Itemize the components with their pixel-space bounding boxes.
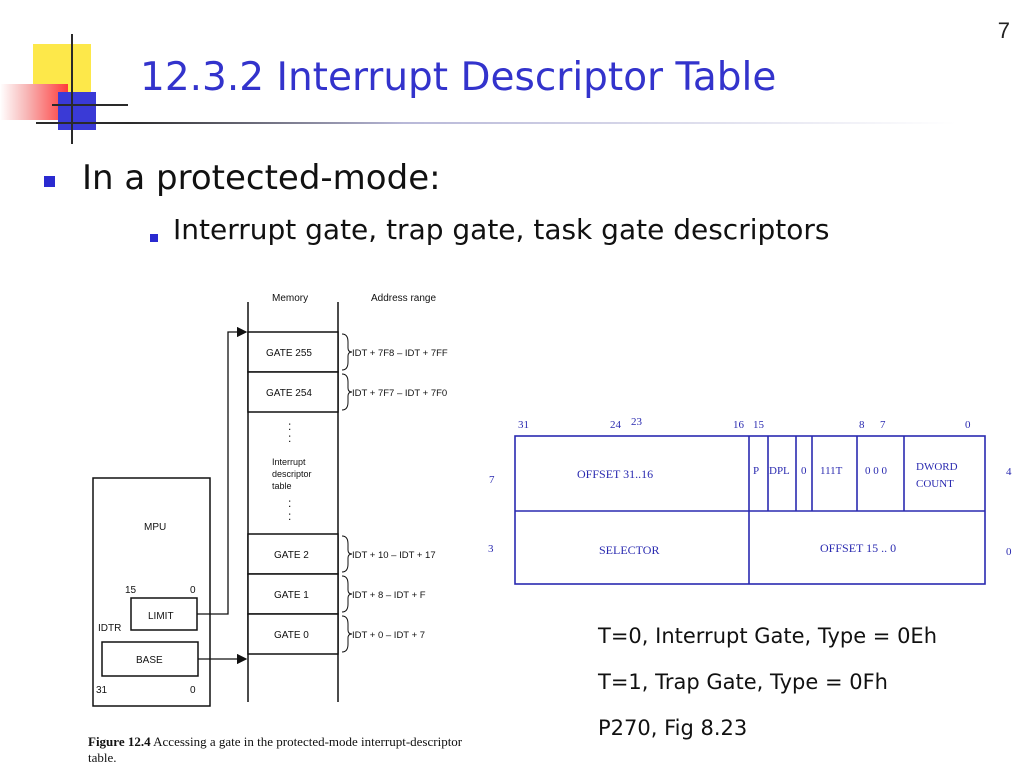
row-label-right-bottom: 0 bbox=[1006, 546, 1012, 558]
bit-label-8: 8 bbox=[859, 419, 865, 431]
decor-red-bar bbox=[0, 84, 68, 120]
idt-memory-diagram: Memory Address range GATE 255 IDT + 7F8 … bbox=[92, 293, 448, 707]
field-dword-count-line1: DWORD bbox=[916, 461, 958, 473]
idt-memory-figure: Memory Address range GATE 255 IDT + 7F8 … bbox=[30, 282, 480, 768]
field-offset-high: OFFSET 31..16 bbox=[577, 467, 653, 481]
gate-2-box bbox=[247, 533, 339, 575]
bit-label-24: 24 bbox=[610, 419, 622, 431]
brace-icon bbox=[341, 535, 353, 573]
row-label-right-top: 4 bbox=[1006, 466, 1012, 478]
field-dword-count-line2: COUNT bbox=[916, 478, 954, 490]
mpu-label: MPU bbox=[144, 522, 166, 533]
field-offset-low: OFFSET 15 .. 0 bbox=[820, 541, 896, 555]
bullet-square-icon bbox=[44, 176, 55, 187]
base-label: BASE bbox=[136, 655, 163, 666]
ellipsis-dots: : bbox=[288, 496, 291, 510]
row-label-left-bottom: 3 bbox=[488, 543, 494, 555]
gate-254-box bbox=[247, 371, 339, 413]
decor-short-line bbox=[52, 104, 128, 106]
slide-title: 12.3.2 Interrupt Descriptor Table bbox=[140, 55, 777, 100]
header-memory: Memory bbox=[272, 293, 308, 304]
caption-label: Figure 12.4 bbox=[88, 734, 151, 749]
ellipsis-dots: : bbox=[288, 431, 291, 445]
gate-1-label: GATE 1 bbox=[274, 590, 309, 601]
idtr-label: IDTR bbox=[98, 623, 121, 634]
bit-label-15: 15 bbox=[753, 419, 765, 431]
header-address-range: Address range bbox=[371, 293, 436, 304]
bit-label-16: 16 bbox=[733, 419, 745, 431]
descriptor-frame bbox=[514, 435, 986, 585]
limit-label: LIMIT bbox=[148, 611, 174, 622]
idt-label-line1: Interrupt bbox=[272, 457, 306, 467]
gate-0-label: GATE 0 bbox=[274, 630, 309, 641]
bit-0-bottom-label: 0 bbox=[190, 685, 196, 696]
gate-255-box bbox=[247, 331, 339, 373]
gate-254-label: GATE 254 bbox=[266, 388, 312, 399]
gate-1-box bbox=[247, 573, 339, 615]
gate-255-range: IDT + 7F8 – IDT + 7FF bbox=[352, 348, 448, 359]
page-number: 7 bbox=[997, 18, 1010, 43]
bullet-text-level1: In a protected-mode: bbox=[82, 158, 441, 198]
note-reference: P270, Fig 8.23 bbox=[598, 716, 748, 740]
field-zero: 0 bbox=[801, 465, 807, 477]
bullet-square-icon bbox=[150, 234, 158, 242]
limit-arrow bbox=[197, 326, 248, 615]
bit-15-label: 15 bbox=[125, 585, 137, 596]
caption-text: Accessing a gate in the protected-mode i… bbox=[88, 734, 463, 765]
brace-icon bbox=[341, 615, 353, 653]
ellipsis-dots: : bbox=[288, 509, 291, 523]
field-zeros: 0 0 0 bbox=[865, 465, 888, 477]
gate-0-box bbox=[247, 613, 339, 655]
ellipsis-dots: : bbox=[288, 419, 291, 433]
bullet-text-level2: Interrupt gate, trap gate, task gate des… bbox=[173, 213, 830, 246]
gate-254-range: IDT + 7F7 – IDT + 7F0 bbox=[352, 388, 447, 399]
title-underline bbox=[36, 122, 956, 124]
brace-icon bbox=[341, 373, 353, 411]
field-selector: SELECTOR bbox=[599, 543, 659, 557]
gate-0-range: IDT + 0 – IDT + 7 bbox=[352, 630, 425, 641]
decor-vertical-line bbox=[71, 34, 73, 144]
bit-31-label: 31 bbox=[96, 685, 108, 696]
row-label-left-top: 7 bbox=[489, 474, 495, 486]
idt-label-line2: descriptor bbox=[272, 469, 312, 479]
gate-2-range: IDT + 10 – IDT + 17 bbox=[352, 550, 436, 561]
note-interrupt-gate: T=0, Interrupt Gate, Type = 0Eh bbox=[598, 624, 938, 648]
field-p: P bbox=[753, 465, 759, 477]
gate-255-label: GATE 255 bbox=[266, 348, 312, 359]
brace-icon bbox=[341, 333, 353, 371]
bit-0-top-label: 0 bbox=[190, 585, 196, 596]
field-type: 111T bbox=[820, 465, 843, 477]
gate-descriptor-diagram: 31 24 23 16 15 8 7 0 7 3 4 0 OFFSET 31..… bbox=[480, 410, 1024, 590]
bit-label-31: 31 bbox=[518, 419, 529, 431]
gate-1-range: IDT + 8 – IDT + F bbox=[352, 590, 426, 601]
bit-label-0: 0 bbox=[965, 419, 971, 431]
bit-label-7: 7 bbox=[880, 419, 886, 431]
bit-label-23: 23 bbox=[631, 416, 643, 428]
gate-2-label: GATE 2 bbox=[274, 550, 309, 561]
idt-label-line3: table bbox=[272, 481, 292, 491]
decor-blue-square bbox=[58, 92, 96, 130]
brace-icon bbox=[341, 575, 353, 613]
field-dpl: DPL bbox=[769, 465, 790, 477]
note-trap-gate: T=1, Trap Gate, Type = 0Fh bbox=[598, 670, 888, 694]
figure-caption: Figure 12.4 Accessing a gate in the prot… bbox=[88, 734, 468, 766]
